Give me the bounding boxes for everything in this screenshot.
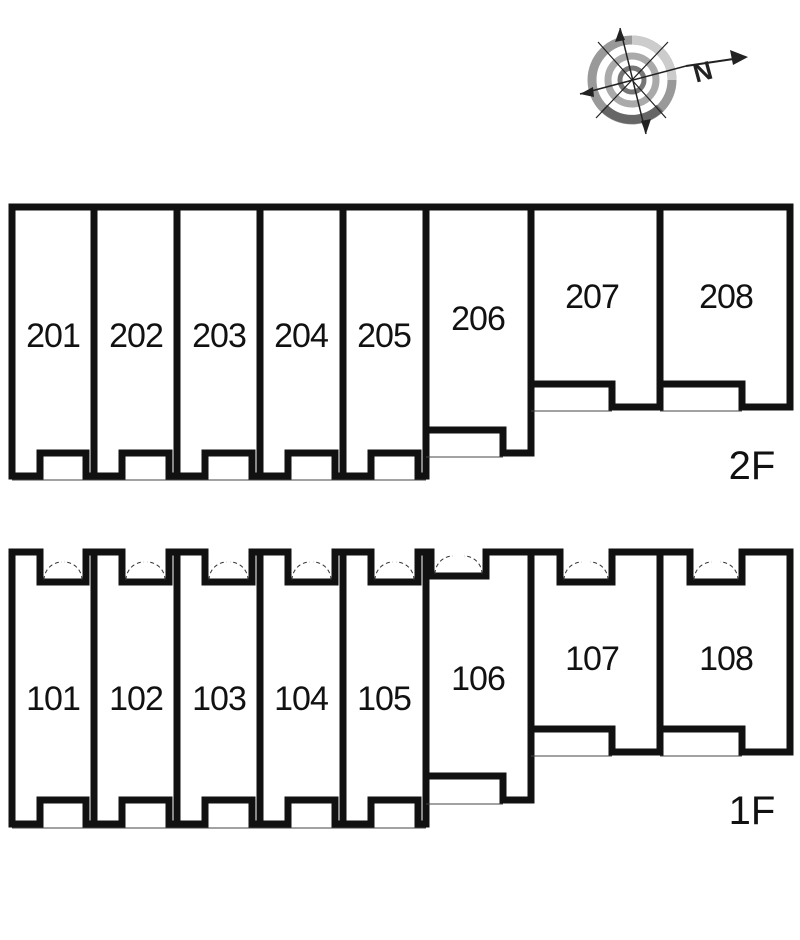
unit-label-204: 204 [274, 317, 328, 355]
unit-106: 106 [422, 548, 535, 805]
unit-203: 203 [173, 203, 264, 481]
unit-105: 105 [339, 548, 430, 829]
compass-north-letter: N [690, 55, 716, 89]
unit-207: 207 [527, 203, 664, 412]
unit-204: 204 [256, 203, 347, 481]
unit-208: 208 [656, 203, 794, 412]
floor-label-1f: 1F [729, 789, 776, 833]
unit-label-207: 207 [565, 278, 619, 316]
unit-label-208: 208 [699, 278, 753, 316]
compass-rose-icon: N [579, 27, 748, 135]
unit-108: 108 [656, 548, 794, 757]
unit-104: 104 [256, 548, 347, 829]
unit-label-205: 205 [357, 317, 411, 355]
unit-label-103: 103 [192, 680, 246, 718]
unit-label-102: 102 [109, 680, 163, 718]
unit-205: 205 [339, 203, 430, 481]
unit-label-104: 104 [274, 680, 328, 718]
unit-102: 102 [90, 548, 181, 829]
unit-label-108: 108 [699, 640, 753, 678]
unit-label-203: 203 [192, 317, 246, 355]
unit-label-101: 101 [26, 680, 80, 718]
floor-2-plan: 201 202 203 204 205 [8, 203, 794, 488]
unit-label-202: 202 [109, 317, 163, 355]
unit-201: 201 [8, 203, 98, 481]
unit-107: 107 [527, 548, 664, 757]
unit-label-107: 107 [565, 640, 619, 678]
unit-202: 202 [90, 203, 181, 481]
unit-label-105: 105 [357, 680, 411, 718]
unit-206: 206 [422, 203, 535, 458]
unit-label-201: 201 [26, 317, 80, 355]
unit-label-106: 106 [451, 660, 505, 698]
unit-label-206: 206 [451, 300, 505, 338]
unit-101: 101 [8, 548, 98, 829]
unit-103: 103 [173, 548, 264, 829]
floor-1-plan: 101 102 103 104 105 [8, 548, 794, 833]
floor-label-2f: 2F [729, 444, 776, 488]
